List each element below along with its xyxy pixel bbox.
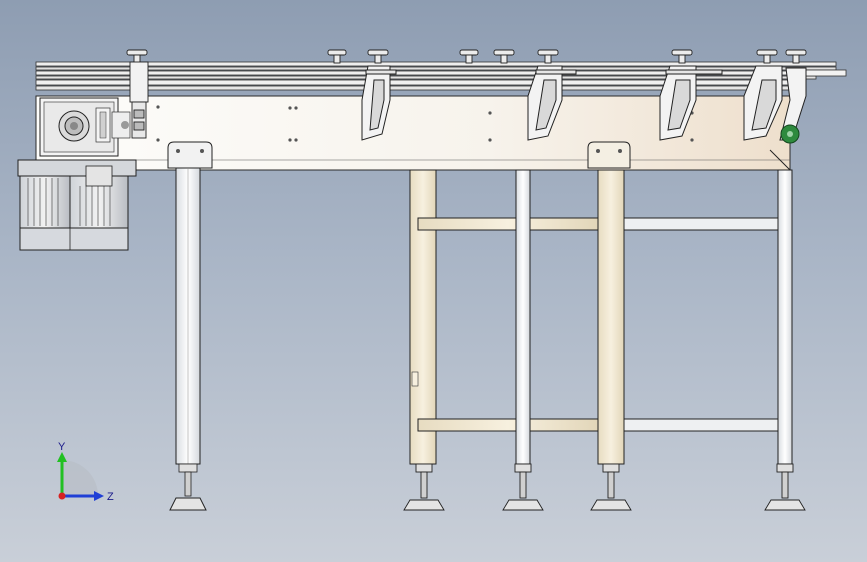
guide-bracket-3[interactable] <box>659 65 723 141</box>
leg-mount-bracket-left[interactable] <box>167 141 213 169</box>
drive-motor[interactable] <box>17 159 137 251</box>
x-axis-dot <box>58 492 66 500</box>
coordinate-triad: Y Z <box>57 441 114 503</box>
support-leg-left[interactable] <box>169 167 207 511</box>
guide-bracket-1[interactable] <box>361 65 397 141</box>
leveling-feet[interactable] <box>403 463 806 511</box>
z-axis-label: Z <box>107 491 114 503</box>
support-frame-cream-left[interactable] <box>409 169 625 465</box>
gearbox-housing[interactable] <box>39 97 131 157</box>
guide-bracket-4[interactable] <box>743 65 807 141</box>
support-frame-steel[interactable] <box>515 149 793 465</box>
guide-clamp-left[interactable] <box>129 61 149 139</box>
end-sprocket[interactable] <box>780 124 800 144</box>
guide-bracket-2[interactable] <box>527 65 577 141</box>
adjustment-knobs[interactable] <box>126 49 807 64</box>
top-guide-rails[interactable] <box>35 61 847 91</box>
y-axis-label: Y <box>58 441 66 453</box>
leg-mount-bracket-right[interactable] <box>587 141 631 169</box>
